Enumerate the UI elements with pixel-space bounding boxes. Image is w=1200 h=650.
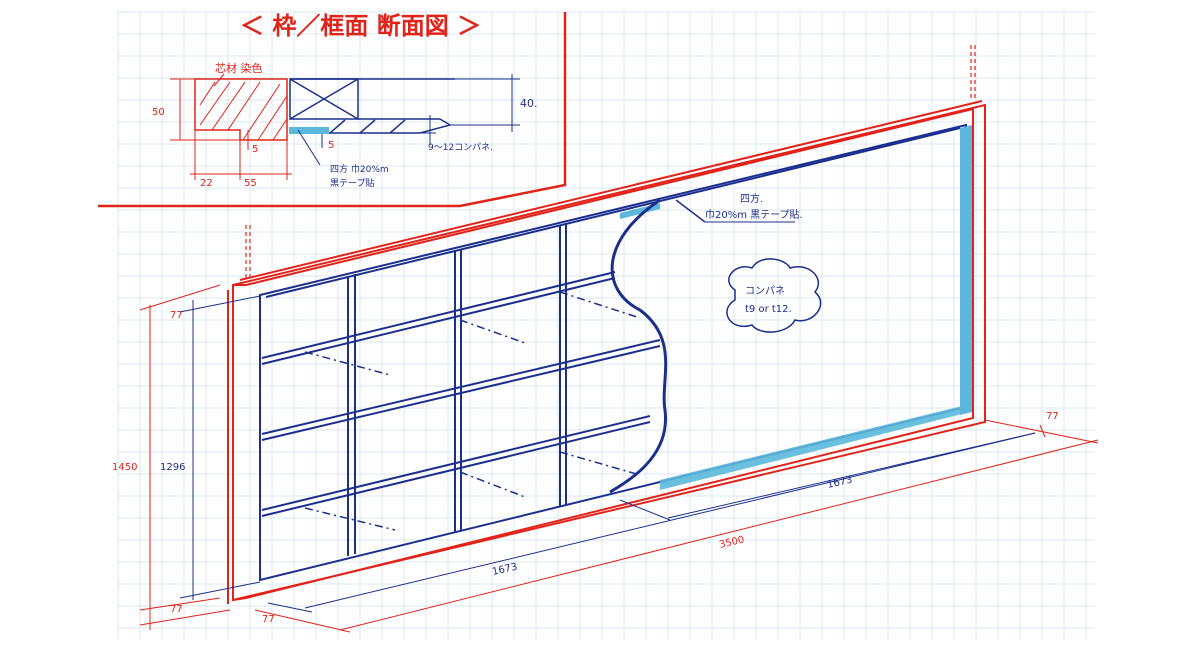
panel-note-cloud: [726, 258, 822, 333]
dim-height-40: 40.: [520, 97, 538, 110]
core-leader: [213, 73, 225, 87]
dim-55: 55: [244, 178, 257, 189]
elevation-view: 四方. 巾20%m 黒テープ貼. コンパネ t9 or t12. 1450 12…: [112, 45, 1099, 633]
black-tape-marker: [289, 127, 329, 134]
dim-22: 22: [200, 178, 213, 189]
bottom-dims-blue: [267, 432, 1036, 613]
elevation-tape-note-1: 四方.: [740, 192, 763, 205]
tape-note-line2: 黒テープ貼: [330, 177, 374, 189]
core-hatching: [199, 81, 288, 141]
dim-height-50: 50: [152, 107, 165, 118]
outer-frame: [227, 100, 986, 604]
direction-arrows: [304, 291, 641, 531]
dim-half-right: 1673: [826, 474, 853, 490]
dim-5-right: 5: [328, 140, 334, 151]
bottom-dims-red: [254, 419, 1099, 633]
dim-frame-top: 77: [170, 310, 183, 321]
drawing-title: ＜ 枠／框面 断面図 ＞: [240, 12, 481, 40]
dim-frame-bottom: 77: [170, 604, 183, 615]
dim-frame-right: 77: [1046, 411, 1059, 422]
graph-paper-grid: [117, 10, 1095, 640]
dim-frame-left: 77: [262, 614, 275, 625]
detail-box-border: [98, 12, 567, 208]
lattice-vertical-bars: [347, 224, 567, 556]
section-dims-blue: [297, 74, 520, 166]
lattice-horizontal-bars: [261, 271, 661, 517]
cloud-note-line2: t9 or t12.: [745, 304, 792, 315]
elevation-tape-note-2: 巾20%m 黒テープ貼.: [705, 208, 803, 221]
vertical-leaders: [245, 45, 976, 282]
cloud-note-line1: コンパネ: [745, 285, 785, 297]
left-dims-red: [139, 284, 231, 630]
dim-width-total: 3500: [718, 534, 745, 550]
tape-strip: [620, 125, 972, 490]
tape-note-line1: 四方 巾20%m: [330, 163, 389, 175]
section-detail: ＜ 枠／框面 断面図 ＞ 芯材 染色: [98, 12, 567, 208]
core-material-label: 芯材 染色: [215, 61, 263, 75]
tape-callout-leader: [675, 199, 706, 223]
left-dims-blue: [179, 295, 261, 600]
cutaway-curve: [609, 198, 668, 494]
dim-total-height: 1450: [112, 462, 137, 473]
panel-thickness-note: 9～12コンパネ.: [428, 142, 493, 153]
dim-inner-height: 1296: [160, 462, 185, 473]
dim-5-left: 5: [252, 144, 258, 155]
section-dims-red: [170, 78, 292, 180]
